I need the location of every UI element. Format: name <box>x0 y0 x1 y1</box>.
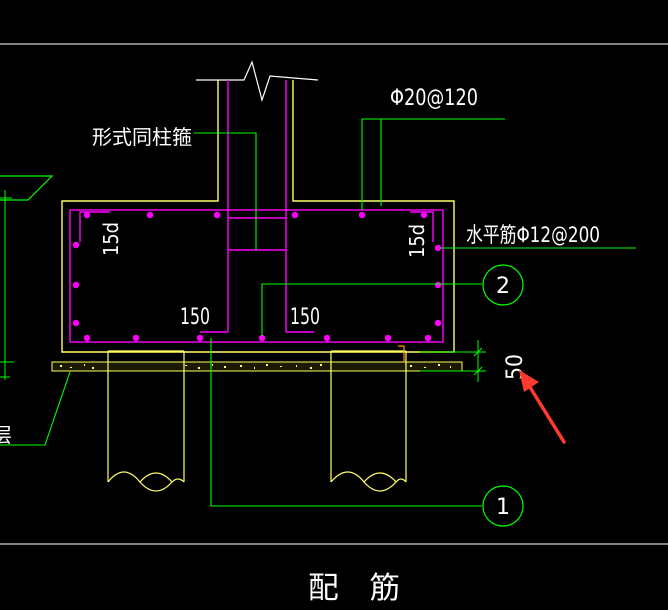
callout-1-number: 1 <box>496 495 510 520</box>
elevation-mark <box>0 175 54 201</box>
dim-left-label: 150 <box>180 305 210 330</box>
column-stirrup-label: 形式同柱箍 <box>92 125 192 149</box>
cover-dimension <box>420 340 486 382</box>
cover-marker <box>398 345 405 362</box>
pile-cap-outline <box>61 80 455 353</box>
layer-fragment-label: 层 <box>0 423 12 447</box>
leader-lines <box>0 118 636 507</box>
anchor-left-label: 15d <box>99 222 123 256</box>
annotation-arrow <box>519 370 566 444</box>
pile-left <box>107 350 185 492</box>
callout-2-number: 2 <box>496 274 510 299</box>
column-break-line <box>196 60 319 103</box>
pile-right <box>330 350 407 492</box>
drawing-caption: 配 筋 <box>308 571 400 606</box>
anchor-right-label: 15d <box>405 224 429 258</box>
rebar-dots <box>72 211 442 342</box>
callout-circle-2 <box>482 264 524 306</box>
top-bar-label: Φ20@120 <box>390 86 478 111</box>
horizontal-bar-label: 水平筋Φ12@200 <box>466 223 600 247</box>
left-dimension-line <box>0 190 14 380</box>
dim-right-label: 150 <box>290 305 320 330</box>
bedding-layer <box>51 361 463 372</box>
callout-circle-1 <box>482 485 524 527</box>
